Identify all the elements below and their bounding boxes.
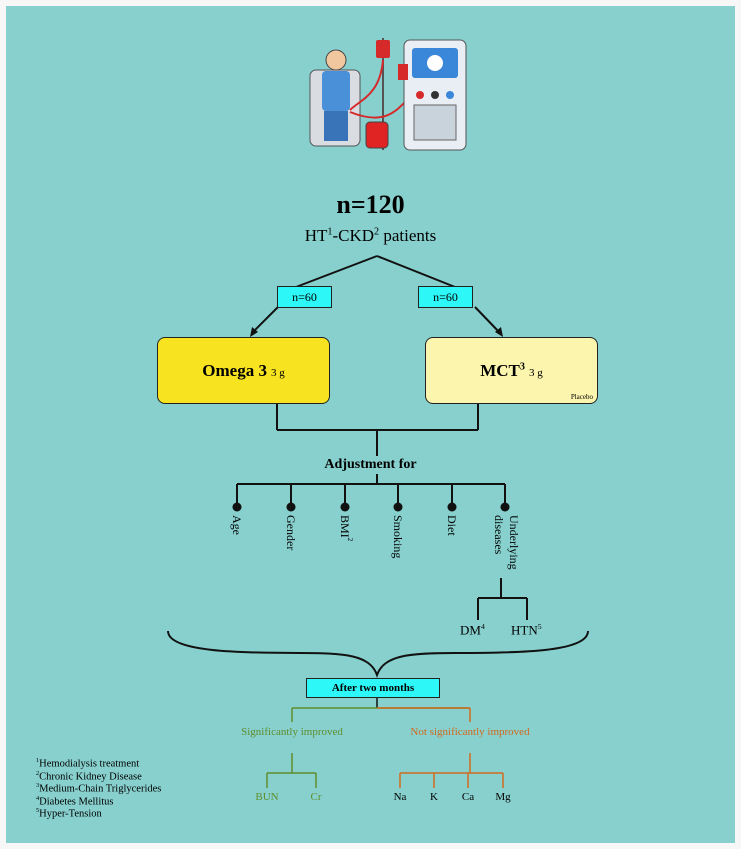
factor-underlying-diseases: Underlying diseases [492, 515, 521, 570]
adjustment-heading: Adjustment for [324, 457, 417, 472]
mct-arm-box: MCT3 3 g Placebo [425, 337, 598, 404]
omega-3-arm-box: Omega 3 3 g [157, 337, 330, 404]
outcome-cr: Cr [310, 791, 322, 803]
disease-htn: HTN5 [511, 622, 542, 638]
dialysis-illustration [305, 35, 475, 155]
total-sample-size: n=120 [336, 190, 405, 219]
outcome-k: K [430, 791, 438, 803]
arm-2-name: MCT3 [480, 360, 525, 380]
disease-dm: DM4 [460, 622, 485, 638]
outcome-mg: Mg [495, 791, 511, 803]
footnote-4: 4Diabetes Mellitus [36, 794, 114, 808]
outcome-bun: BUN [255, 791, 279, 803]
footnote-5: 5Hyper-Tension [36, 807, 102, 820]
arm-1-dose: 3 g [270, 367, 285, 379]
footnote-3: 3Medium-Chain Triglycerides [36, 782, 162, 795]
arm-1-name: Omega 3 [202, 360, 267, 380]
arm-2-dose: 3 g [529, 367, 543, 379]
improved-label: Significantly improved [241, 726, 343, 738]
factor-smoking: Smoking [391, 515, 405, 559]
footnote-1: 1Hemodialysis treatment [36, 757, 140, 770]
footnotes: 1Hemodialysis treatment 2Chronic Kidney … [36, 757, 161, 820]
merge-brace [167, 630, 589, 679]
factor-gender: Gender [284, 515, 298, 551]
placebo-tag: Placebo [570, 393, 593, 401]
not-improved-label: Not significantly improved [410, 726, 530, 738]
factor-bmi: BMI2 [338, 515, 354, 542]
outcome-na: Na [393, 791, 407, 803]
adjustment-branches [232, 484, 510, 512]
factor-age: Age [230, 515, 244, 535]
timepoint-pill: After two months [306, 678, 440, 698]
arm-2-n-pill: n=60 [418, 286, 473, 308]
footnote-2: 2Chronic Kidney Disease [36, 769, 142, 783]
population-label: HT1-CKD2 patients [304, 226, 437, 245]
outcome-ca: Ca [461, 791, 475, 803]
factor-diet: Diet [445, 515, 459, 536]
arm-1-n-pill: n=60 [277, 286, 332, 308]
